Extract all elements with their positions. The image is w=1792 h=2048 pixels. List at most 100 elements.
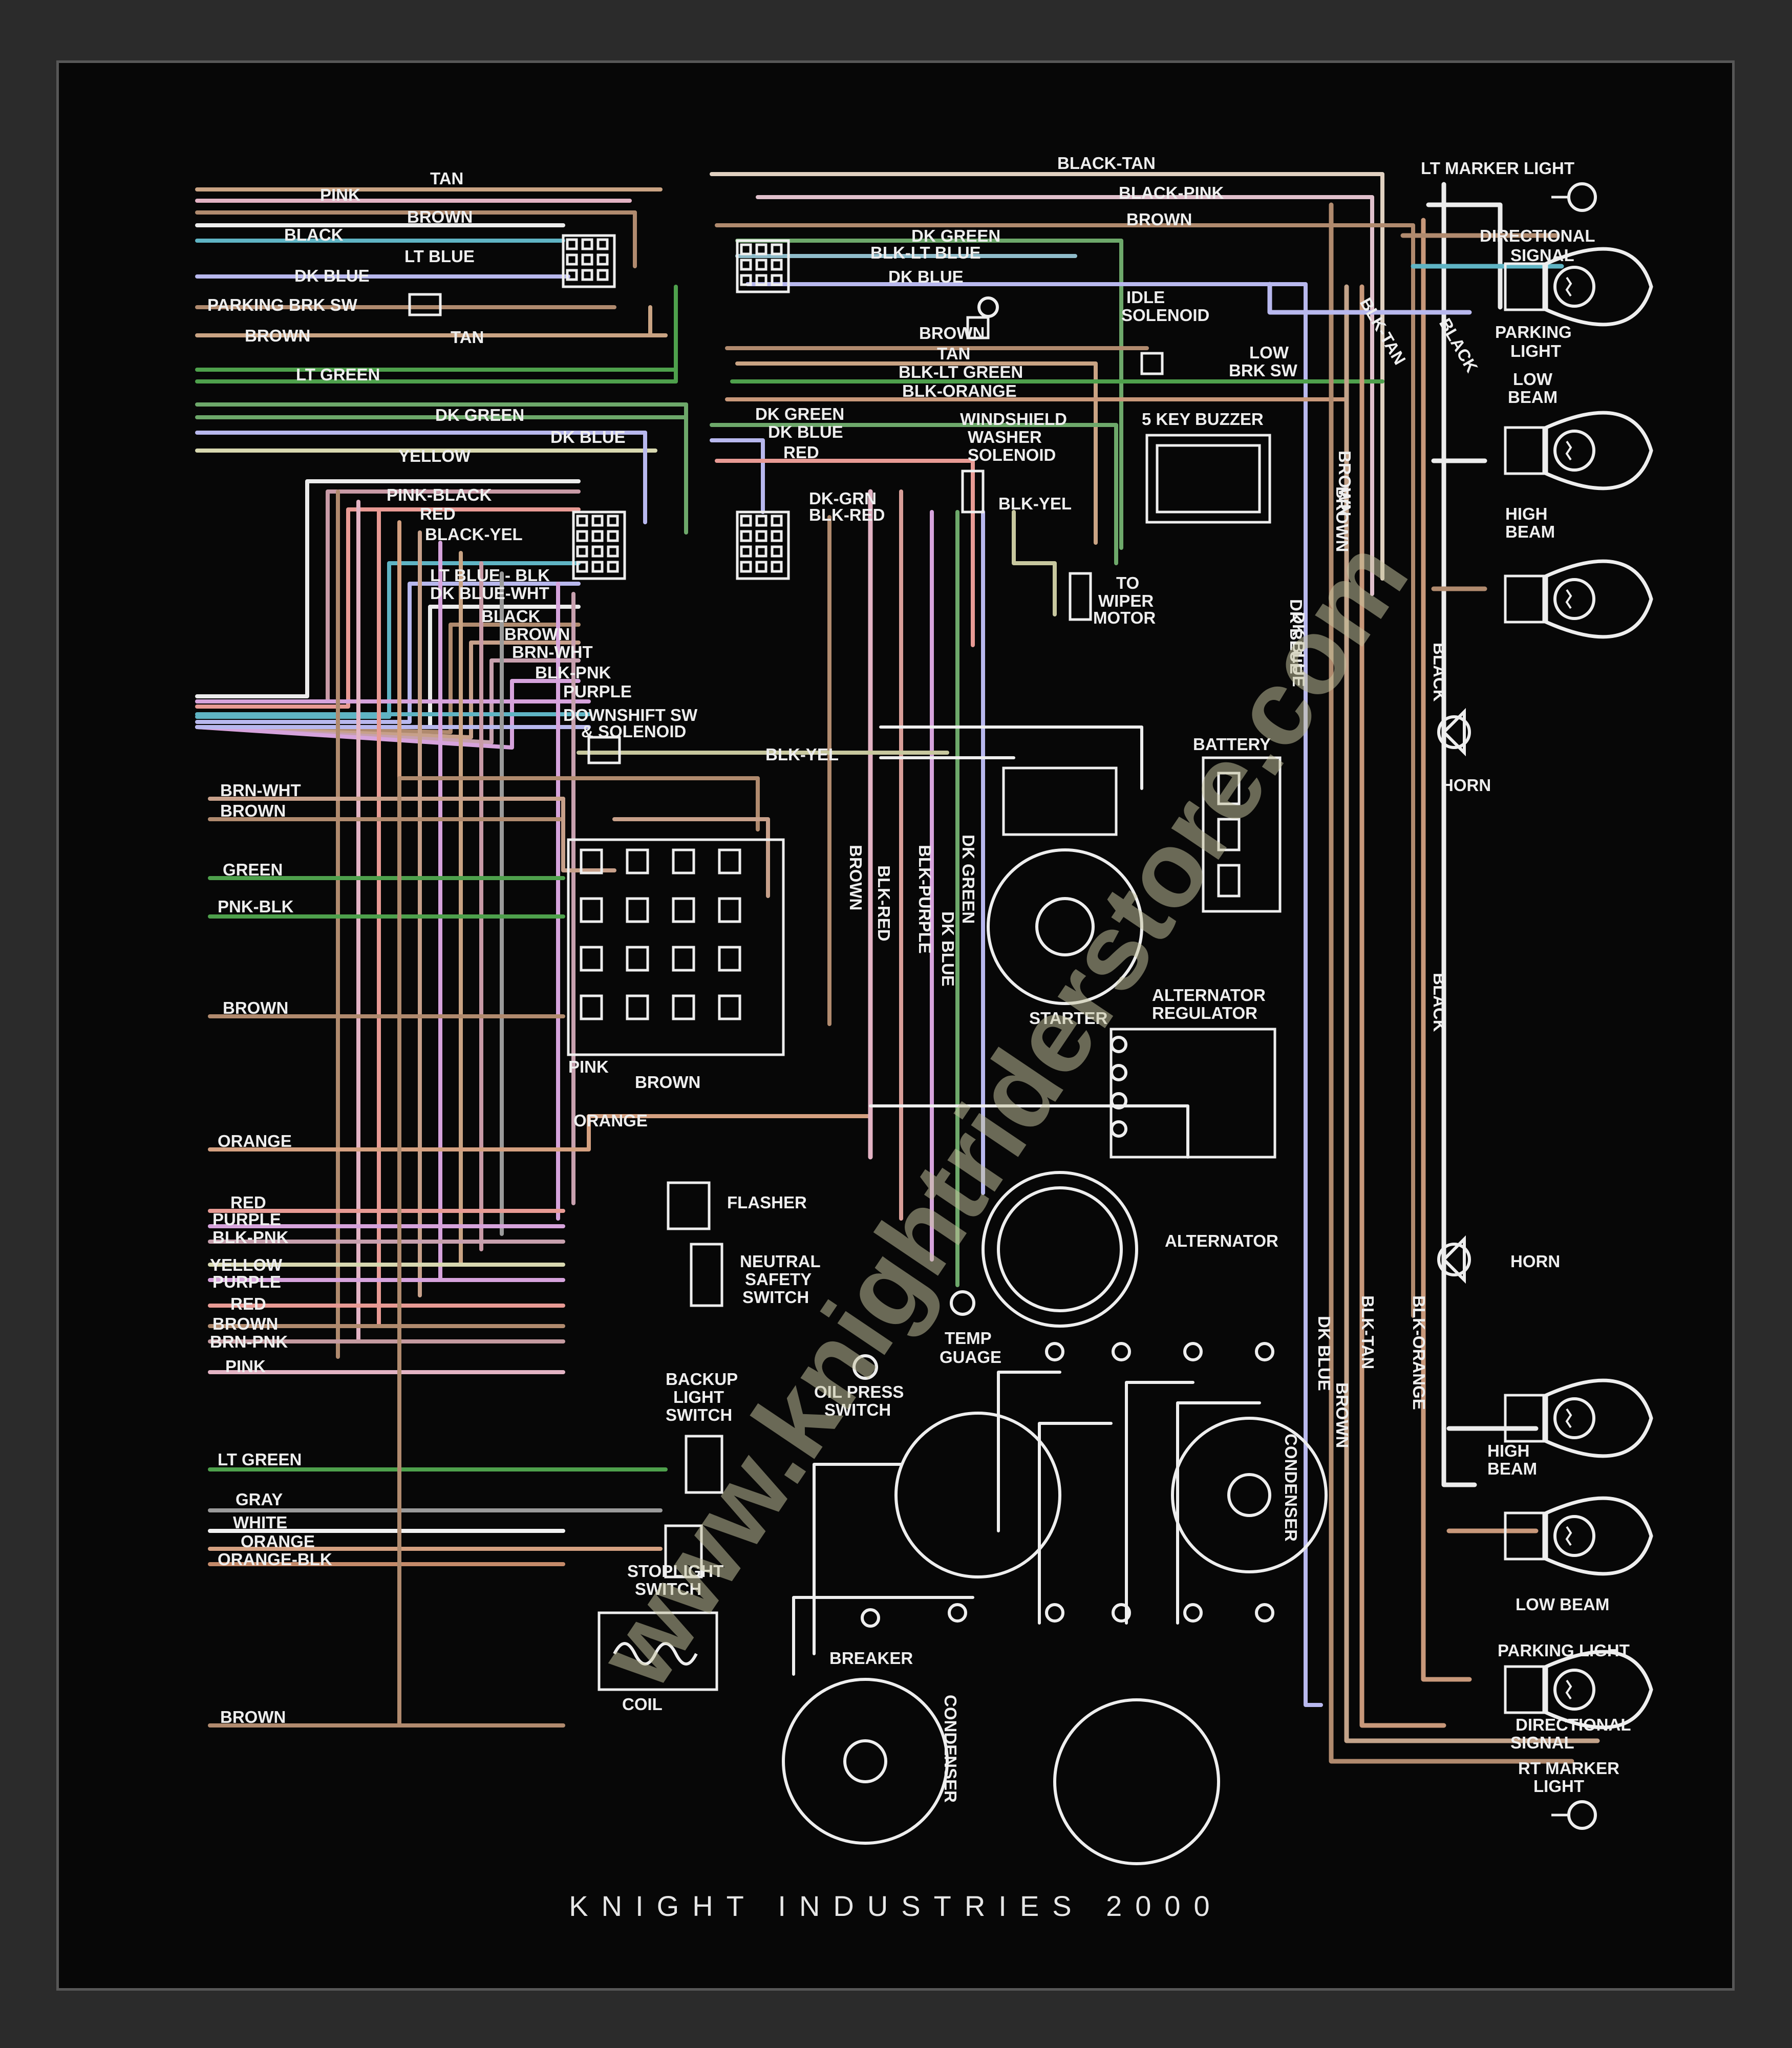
connector-pin bbox=[771, 243, 783, 255]
regulator-terminal bbox=[1110, 1064, 1127, 1081]
spark-plug-terminal bbox=[1045, 1603, 1064, 1623]
connector-pin bbox=[740, 561, 752, 573]
spark-plug-terminal bbox=[948, 1603, 967, 1623]
fuse bbox=[580, 946, 603, 972]
component-layer bbox=[408, 182, 1653, 1865]
oil-pressure-sender bbox=[852, 1354, 878, 1380]
fuse bbox=[580, 848, 603, 874]
wire-label: BLK-RED bbox=[874, 865, 893, 941]
wire bbox=[1329, 202, 1574, 1764]
connector-pin bbox=[771, 545, 783, 558]
spark-plug-terminal bbox=[1255, 1342, 1274, 1361]
wire-label: DIRECTIONAL bbox=[1480, 226, 1595, 245]
wire-label: BREAKER bbox=[829, 1649, 913, 1668]
wire-label: & SOLENOID bbox=[581, 722, 686, 741]
wire-label: GUAGE bbox=[940, 1348, 1001, 1367]
wire-label: BLK-YEL bbox=[765, 745, 839, 764]
coil bbox=[598, 1611, 718, 1691]
wire bbox=[1344, 284, 1600, 1743]
wire-label: DK GREEN bbox=[435, 406, 524, 424]
wire-label: BROWN bbox=[1333, 1382, 1352, 1448]
connector-pin bbox=[566, 253, 578, 266]
condenser-hub bbox=[1227, 1473, 1271, 1517]
wire bbox=[710, 172, 1384, 581]
wire-label: SIGNAL bbox=[1510, 1733, 1574, 1752]
distributor-cap-upper bbox=[894, 1412, 1061, 1578]
low-beam-left-filament bbox=[1553, 430, 1595, 472]
wire bbox=[1267, 282, 1472, 315]
wire-label: LOW bbox=[1513, 370, 1553, 389]
wire-label: LT GREEN bbox=[296, 365, 380, 384]
breaker-plate bbox=[782, 1678, 949, 1845]
connector-pin bbox=[771, 561, 783, 573]
fuse bbox=[718, 994, 741, 1020]
watermark: www.knightriderstore.com bbox=[574, 519, 1431, 1708]
wire-label: NEUTRAL bbox=[740, 1252, 821, 1271]
distributor-cap-lower bbox=[1053, 1698, 1220, 1865]
wire bbox=[710, 438, 765, 514]
fuse bbox=[626, 946, 649, 972]
wire-label: TO bbox=[1116, 573, 1139, 592]
regulator-terminal bbox=[1110, 1092, 1127, 1110]
idle-solenoid-body bbox=[966, 316, 990, 339]
wire-label: PARKING BRK SW bbox=[207, 295, 358, 314]
downshift-solenoid bbox=[587, 736, 621, 764]
wire-label: DK BLUE-WHT bbox=[430, 584, 549, 603]
starter-hub bbox=[1035, 897, 1095, 956]
wire bbox=[879, 726, 1143, 790]
wire-label: STARTER bbox=[1029, 1009, 1108, 1028]
low-beam-right-socket bbox=[1504, 1511, 1545, 1561]
wire-label: GRAY bbox=[236, 1490, 283, 1509]
wire bbox=[710, 423, 1118, 565]
rt-marker-light bbox=[1567, 1800, 1597, 1830]
connector-pin bbox=[576, 545, 588, 558]
wire bbox=[195, 582, 581, 724]
stoplight-switch bbox=[664, 1524, 703, 1578]
battery-cell bbox=[1217, 864, 1241, 898]
regulator-terminal bbox=[1110, 1036, 1127, 1053]
battery-cell bbox=[1217, 772, 1241, 805]
wire-label: BEAM bbox=[1487, 1459, 1537, 1478]
connector-pin bbox=[771, 274, 783, 286]
wire-label: BLACK bbox=[481, 607, 541, 626]
fuse bbox=[580, 994, 603, 1020]
horn-lower bbox=[1441, 1235, 1466, 1284]
connector-pin bbox=[576, 530, 588, 542]
wire-label: 5 KEY BUZZER bbox=[1142, 410, 1264, 429]
connector-pin bbox=[755, 545, 767, 558]
wire bbox=[813, 1463, 903, 1655]
low-beam-right-coil bbox=[1565, 1526, 1572, 1546]
wire-label: BROWN bbox=[846, 845, 865, 910]
wire bbox=[195, 623, 581, 734]
wire-label: MOTOR bbox=[1093, 608, 1156, 627]
wire-label: HORN bbox=[1510, 1252, 1560, 1271]
high-beam-left-socket bbox=[1504, 574, 1545, 624]
wire bbox=[1421, 218, 1472, 1682]
parking-light-left bbox=[1544, 247, 1653, 327]
wire-label: YELLOW bbox=[210, 1255, 283, 1274]
backup-light-switch bbox=[685, 1435, 723, 1494]
neutral-safety-switch bbox=[690, 1243, 723, 1307]
wire-label: BROWN bbox=[407, 207, 473, 226]
fuse bbox=[718, 848, 741, 874]
wire-label: BROWN bbox=[212, 1314, 278, 1333]
wire-label: SWITCH bbox=[824, 1400, 891, 1419]
low-beam-right bbox=[1544, 1496, 1653, 1576]
connector-pin bbox=[591, 545, 604, 558]
wire-label: BROWN bbox=[220, 801, 286, 820]
wire-label: DK BLUE bbox=[550, 428, 626, 446]
wire-label: DK BLUE bbox=[768, 422, 843, 441]
wire-label: BEAM bbox=[1505, 522, 1555, 541]
wire-label: LIGHT bbox=[673, 1388, 724, 1406]
fuse bbox=[718, 946, 741, 972]
connector-pin bbox=[740, 259, 752, 271]
idle-solenoid-coil bbox=[977, 296, 999, 318]
fuse bbox=[672, 946, 695, 972]
wire bbox=[1125, 1381, 1194, 1625]
wire-label: BEAM bbox=[1508, 388, 1558, 407]
connector-pin bbox=[740, 515, 752, 527]
wire-label: BLK-PNK bbox=[535, 663, 611, 682]
wire-label: PINK-BLACK bbox=[387, 485, 492, 504]
connector-pin bbox=[607, 561, 619, 573]
wire-label: BROWN bbox=[919, 324, 985, 343]
